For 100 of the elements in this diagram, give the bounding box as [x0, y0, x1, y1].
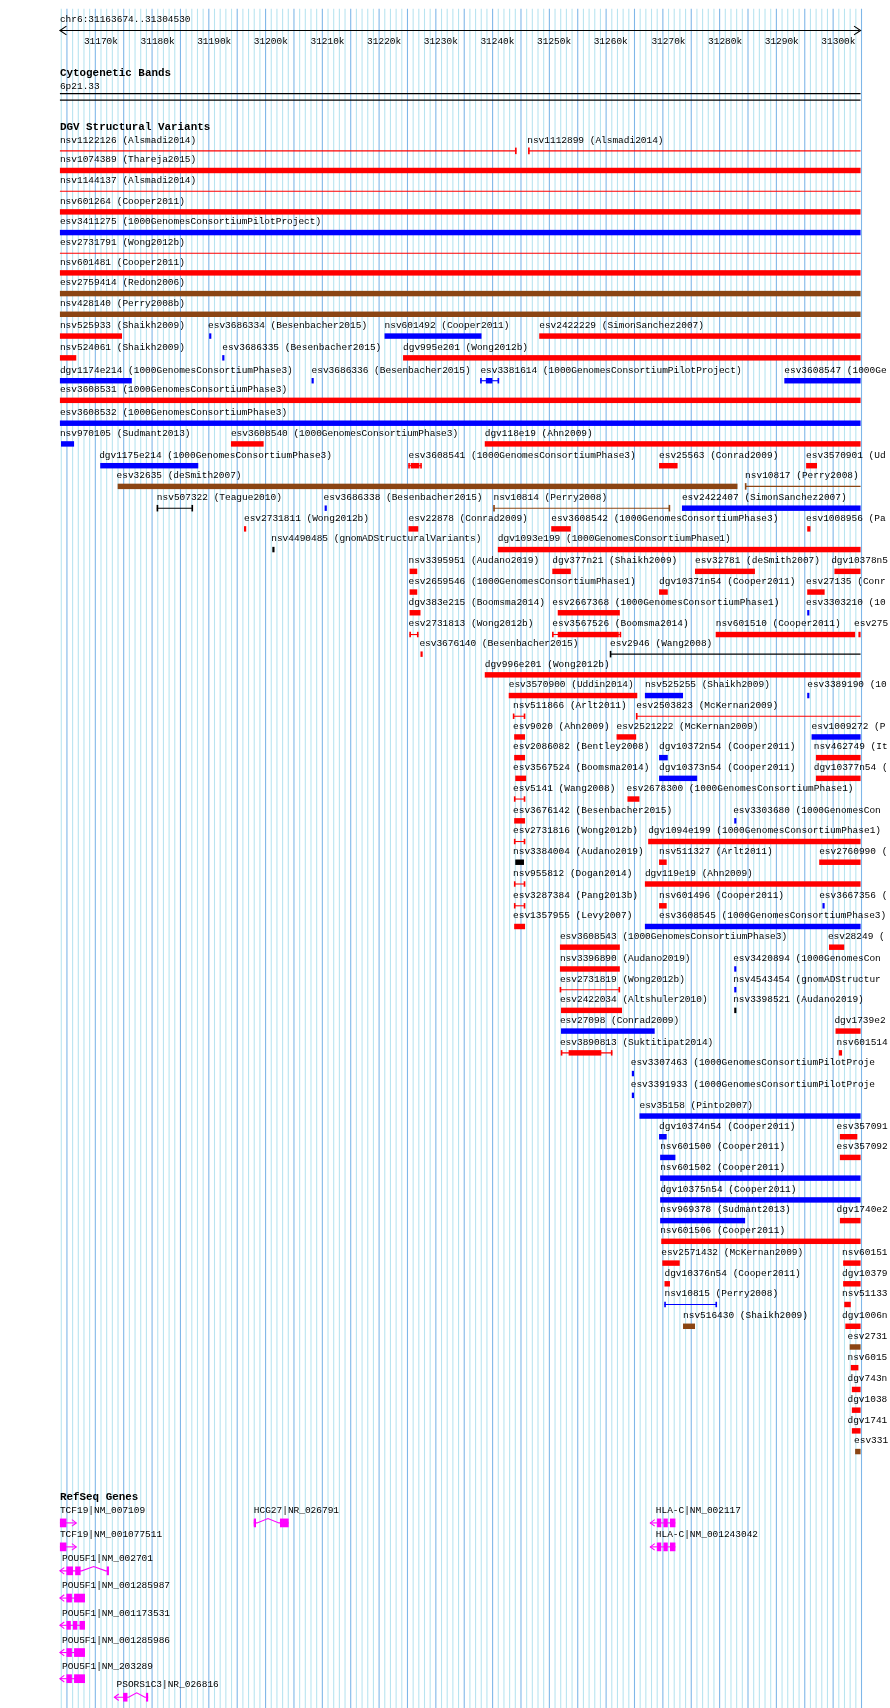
variant-label: esv2659546 (1000GenomesConsortiumPhase1): [408, 576, 636, 588]
variant-label: nsv10814 (Perry2008): [493, 492, 608, 504]
variant-label: esv3420894 (1000GenomesCon: [733, 953, 881, 965]
variant-label: esv2731813 (Wong2012b): [408, 618, 534, 630]
variant-label: esv2946 (Wang2008): [610, 638, 713, 650]
variant-label: esv28249 (: [827, 931, 885, 943]
variant-label: esv2422034 (Altshuler2010): [559, 994, 708, 1006]
coordinate-range-label: chr6:31163674..31304530: [59, 14, 191, 26]
variant-label: esv3570901 (Ud: [806, 449, 886, 461]
track-heading: RefSeq Genes: [59, 1492, 139, 1504]
variant-label: esv2678300 (1000GenomesConsortiumPhase1): [626, 783, 854, 795]
variant-label: esv3567524 (Boomsma2014): [513, 762, 650, 774]
variant-label: dgv1739e2: [834, 1015, 886, 1027]
variant-label: esv3608545 (1000GenomesConsortiumPhase3): [659, 910, 887, 922]
variant-label: esv3676140 (Besenbacher2015): [419, 638, 579, 650]
variant-label: nsv4543454 (gnomADStructur: [733, 973, 881, 985]
variant-label: esv2422407 (SimonSanchez2007): [681, 492, 847, 504]
variant-label: nsv601496 (Cooper2011): [659, 890, 784, 901]
scale-tick-label: 31280k: [708, 35, 743, 47]
variant-label: esv2503823 (McKernan2009): [636, 700, 779, 712]
variant-label: nsv525255 (Shaikh2009): [644, 679, 770, 691]
track-heading: DGV Structural Variants: [59, 122, 211, 133]
variant-label: esv35158 (Pinto2007): [639, 1100, 754, 1112]
variant-label: dgv1741: [847, 1415, 888, 1426]
variant-label: dgv10372n54 (Cooper2011): [659, 741, 796, 753]
variant-label: nsv601502 (Cooper2011): [660, 1162, 786, 1174]
gene-label: HCG27|NR_026791: [253, 1505, 339, 1517]
variant-label: nsv1122126 (Alsmadi2014): [59, 135, 197, 146]
variant-label: esv2731819 (Wong2012b): [559, 973, 685, 985]
variant-label: dgv119e19 (Ahn2009): [644, 868, 753, 880]
variant-label: dgv1093e199 (1000GenomesConsortiumPhase1): [497, 533, 731, 545]
variant-label: nsv516430 (Shaikh2009): [683, 1310, 808, 1322]
variant-label: nsv601510 (Cooper2011): [715, 618, 841, 630]
variant-label: nsv525933 (Shaikh2009): [59, 320, 185, 332]
variant-label: nsv1112899 (Alsmadi2014): [527, 135, 664, 146]
variant-label: dgv10379: [842, 1268, 888, 1279]
variant-label: dgv383e215 (Boomsma2014): [408, 596, 545, 608]
variant-label: esv3381614 (1000GenomesConsortiumPilotProject): [480, 364, 742, 376]
variant-label: esv3686334 (Besenbacher2015): [208, 320, 368, 332]
gene-label: PSORS1C3|NR_026816: [116, 1679, 219, 1691]
variant-label: dgv996e201 (Wong2012b): [484, 659, 610, 670]
variant-label: esv2086082 (Bentley2008): [513, 741, 650, 753]
scale-tick-label: 31180k: [140, 35, 175, 47]
variant-label: dgv1174e214 (1000GenomesConsortiumPhase3): [59, 364, 293, 376]
variant-label: esv3608541 (1000GenomesConsortiumPhase3): [408, 449, 636, 461]
variant-label: nsv10815 (Perry2008): [664, 1288, 779, 1300]
variant-label: nsv428140 (Perry2008b): [59, 298, 185, 310]
variant-label: dgv1740e2: [836, 1204, 888, 1216]
cytoband-label: 6p21.33: [59, 81, 100, 93]
variant-label: esv3686336 (Besenbacher2015): [311, 364, 471, 376]
variant-label: esv3303210 (10: [806, 596, 886, 608]
variant-label: nsv601514: [836, 1037, 888, 1048]
variant-label: esv3608532 (1000GenomesConsortiumPhase3): [59, 407, 288, 419]
variant-label: nsv3395951 (Audano2019): [408, 555, 540, 567]
variant-label: nsv3398521 (Audano2019): [733, 994, 864, 1006]
variant-label: nsv955812 (Dogan2014): [513, 868, 633, 880]
scale-tick-label: 31190k: [197, 35, 232, 47]
scale-tick-label: 31230k: [423, 35, 458, 47]
gene-label: HLA-C|NM_002117: [655, 1505, 741, 1517]
variant-label: nsv3396890 (Audano2019): [559, 953, 691, 965]
variant-label: nsv6015: [847, 1351, 888, 1363]
scale-tick-label: 31290k: [764, 35, 799, 47]
variant-label: esv3890813 (Suktitipat2014): [559, 1037, 714, 1048]
variant-label: nsv969378 (Sudmant2013): [660, 1204, 791, 1216]
variant-label: esv2731811 (Wong2012b): [244, 513, 369, 524]
variant-label: esv27135 (Conr: [806, 576, 886, 588]
variant-label: nsv601500 (Cooper2011): [660, 1141, 786, 1153]
variant-label: esv27098 (Conrad2009): [559, 1015, 680, 1027]
scale-tick-label: 31240k: [480, 35, 515, 47]
scale-tick-label: 31270k: [651, 35, 686, 47]
variant-label: nsv1144137 (Alsmadi2014): [59, 175, 197, 187]
variant-label: esv3676142 (Besenbacher2015): [513, 805, 673, 816]
variant-label: esv2667368 (1000GenomesConsortiumPhase1): [552, 596, 780, 608]
variant-label: dgv10375n54 (Cooper2011): [660, 1184, 797, 1195]
variant-label: dgv10371n54 (Cooper2011): [659, 576, 796, 588]
variant-label: esv3667356 (: [819, 890, 888, 901]
variant-label: nsv462749 (It: [813, 741, 888, 753]
variant-label: esv3608531 (1000GenomesConsortiumPhase3): [59, 384, 288, 396]
variant-label: dgv10377n54 (: [813, 762, 888, 774]
variant-label: esv9020 (Ahn2009): [513, 721, 610, 733]
variant-label: esv1357955 (Levy2007): [513, 910, 633, 922]
variant-label: esv5141 (Wang2008): [513, 783, 616, 795]
scale-tick-label: 31210k: [310, 35, 345, 47]
variant-label: dgv743n: [847, 1373, 888, 1385]
variant-label: esv3570900 (Uddin2014): [508, 679, 634, 691]
variant-label: dgv10373n54 (Cooper2011): [659, 762, 796, 774]
variant-label: nsv511327 (Arlt2011): [659, 846, 773, 858]
variant-label: nsv507322 (Teague2010): [156, 492, 282, 504]
variant-label: esv3608542 (1000GenomesConsortiumPhase3): [551, 513, 779, 524]
variant-label: esv25563 (Conrad2009): [659, 449, 779, 461]
variant-label: nsv970105 (Sudmant2013): [59, 428, 191, 439]
gene-label: POU5F1|NM_002701: [62, 1553, 153, 1565]
variant-label: dgv377n21 (Shaikh2009): [552, 555, 678, 567]
variant-label: dgv1006n: [842, 1310, 888, 1322]
variant-label: esv2731: [847, 1331, 888, 1343]
variant-label: esv1009272 (P: [811, 721, 886, 733]
variant-label: esv3303680 (1000GenomesCon: [733, 805, 881, 816]
variant-label: dgv995e201 (Wong2012b): [403, 342, 528, 353]
variant-label: nsv601492 (Cooper2011): [384, 320, 510, 332]
variant-label: nsv3384004 (Audano2019): [513, 846, 644, 858]
